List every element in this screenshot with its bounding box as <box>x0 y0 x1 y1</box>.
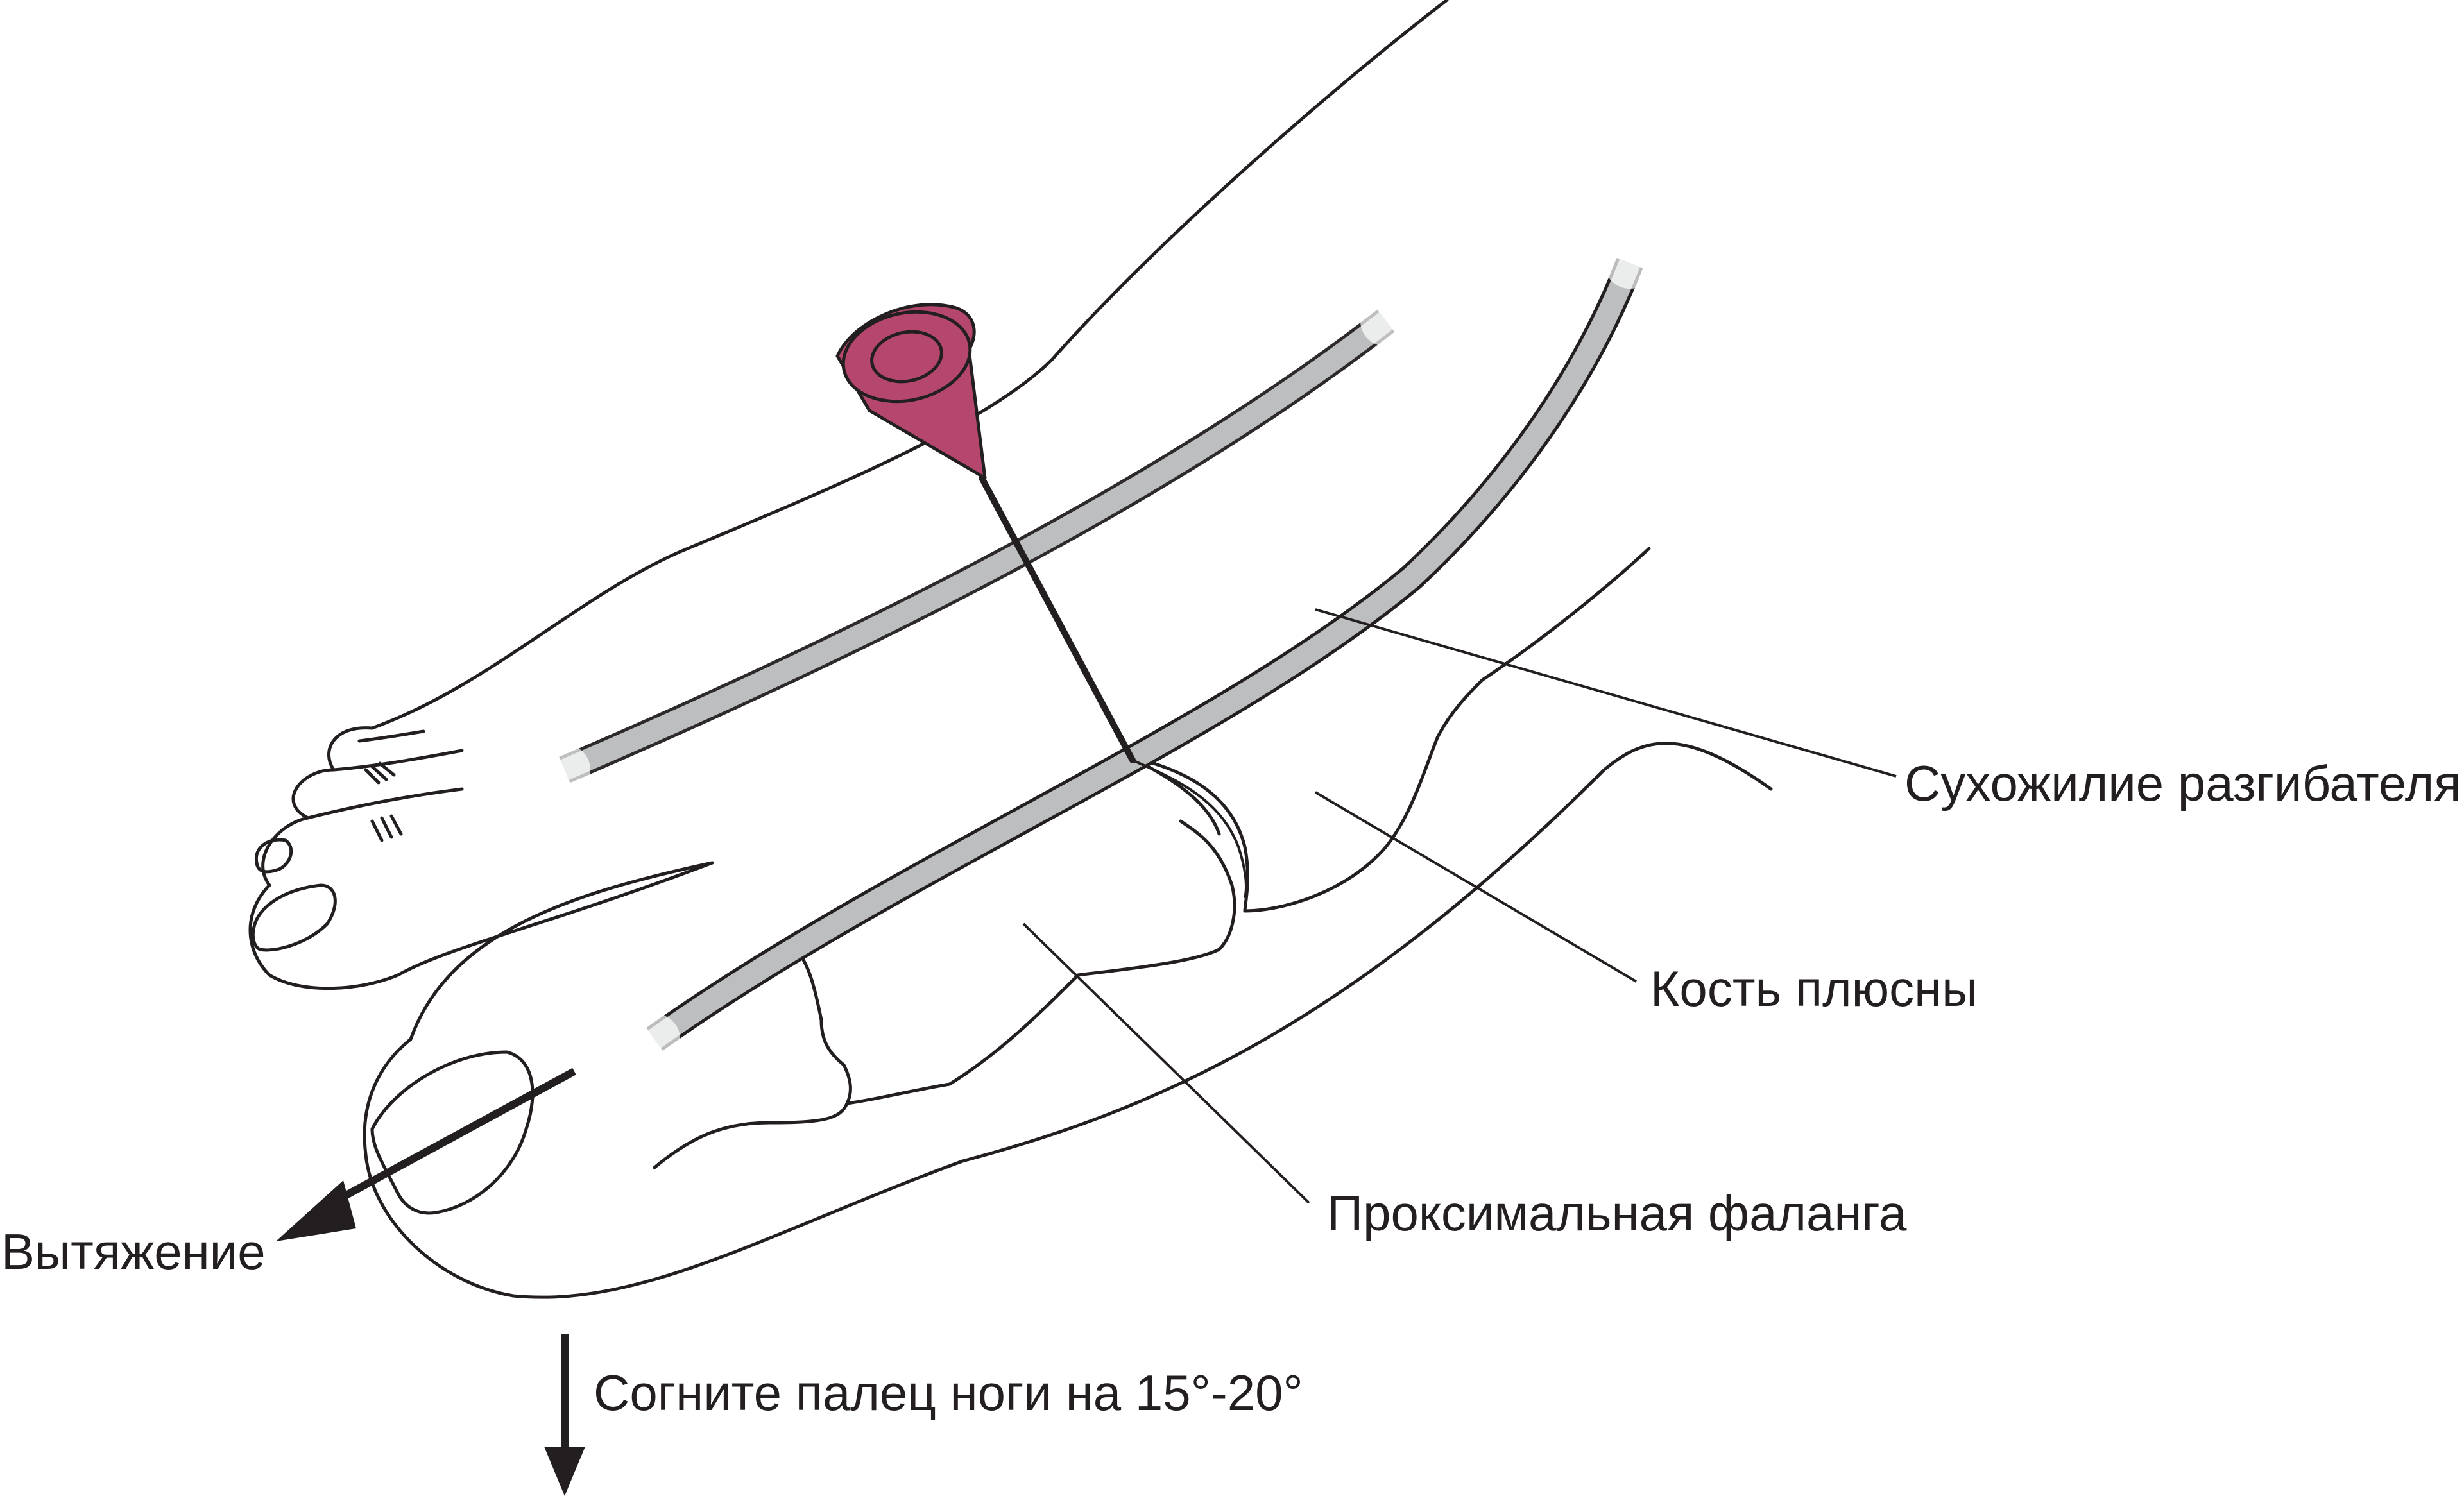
metatarsal-head <box>1129 757 1247 911</box>
leader-metatarsal <box>1315 792 1636 982</box>
label-metatarsal-bone: Кость плюсны <box>1650 964 1978 1014</box>
leader-proximal-phalanx <box>1023 924 1309 1203</box>
toe-line-2 <box>334 751 462 770</box>
toe-line-3 <box>308 789 462 818</box>
metatarsal-outline <box>1245 548 1649 911</box>
label-proximal-phalanx: Проксимальная фаланга <box>1327 1188 1907 1238</box>
label-flex-toe: Согните палец ноги на 15°-20° <box>594 1368 1303 1418</box>
toe-line-1 <box>359 731 424 741</box>
flex-down-arrow <box>544 1334 585 1496</box>
proximal-phalanx-lower <box>847 821 1235 1103</box>
traction-arrow <box>276 1071 574 1241</box>
label-extensor-tendon: Сухожилие разгибателя <box>1904 758 2461 808</box>
label-traction: Вытяжение <box>1 1227 266 1277</box>
toe-crease-2 <box>372 816 401 840</box>
big-toe-nail <box>372 1052 533 1213</box>
leader-extensor-tendon <box>1315 609 1896 776</box>
toe-nail-big-2 <box>253 885 335 950</box>
foot-upper-outline <box>250 0 1447 989</box>
